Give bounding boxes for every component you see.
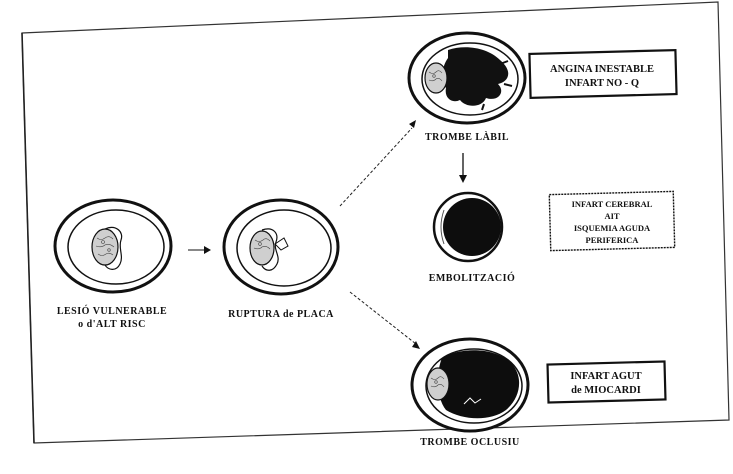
embolization-label: EMBOLITZACIÓ: [429, 272, 516, 284]
embolization-vessel: [434, 193, 502, 261]
outcome-mi-line2: de MIOCARDI: [571, 385, 641, 396]
vulnerable-lesion-label-line1: LESIÓ VULNERABLE: [57, 305, 167, 317]
outcome-box-unstable-angina: ANGINA INESTABLE INFART NO - Q: [529, 50, 676, 98]
plaque-rupture-vessel: [224, 200, 338, 294]
arrow-rupture-to-occlusive-thrombus: [350, 292, 420, 349]
outcome-unstable-line1: ANGINA INESTABLE: [550, 64, 654, 75]
arrow-rupture-to-labile-thrombus: [340, 120, 416, 206]
outcome-unstable-line2: INFART NO - Q: [565, 78, 639, 89]
arrow-labile-to-embolization: [459, 153, 467, 183]
occlusive-thrombus-vessel: [412, 339, 528, 431]
arrow-vulnerable-to-rupture: [188, 246, 211, 254]
outcome-cerebral-line4: PERIFERICA: [586, 235, 640, 245]
outcome-box-acute-mi: INFART AGUT de MIOCARDI: [548, 361, 666, 402]
outcome-cerebral-line1: INFART CEREBRAL: [572, 199, 653, 209]
vulnerable-lesion-vessel: [55, 200, 171, 292]
occlusive-thrombus-label: TROMBE OCLUSIU: [420, 437, 520, 448]
outcome-cerebral-line3: ISQUEMIA AGUDA: [574, 223, 651, 233]
outcome-cerebral-line2: AIT: [604, 211, 619, 221]
labile-thrombus-vessel: [409, 33, 525, 123]
labile-thrombus-label: TROMBE LÀBIL: [425, 131, 509, 143]
outcome-mi-line1: INFART AGUT: [570, 371, 641, 382]
plaque-rupture-label: RUPTURA de PLACA: [228, 309, 334, 320]
outcome-box-cerebral-ischemia: INFART CEREBRAL AIT ISQUEMIA AGUDA PERIF…: [549, 191, 674, 250]
vulnerable-lesion-label-line2: o d'ALT RISC: [78, 319, 146, 330]
